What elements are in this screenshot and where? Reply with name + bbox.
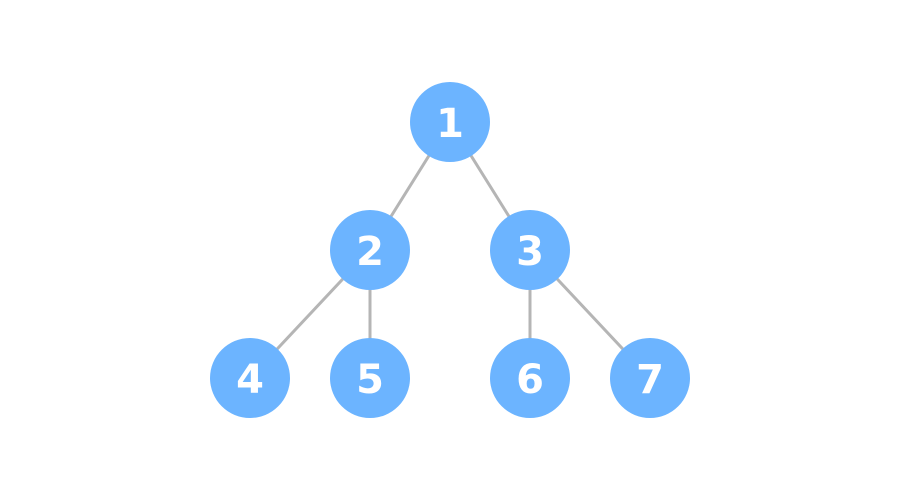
tree-node-2: 2 xyxy=(330,210,410,290)
node-label: 7 xyxy=(636,357,664,403)
node-circle xyxy=(210,338,290,418)
tree-node-3: 3 xyxy=(490,210,570,290)
node-label: 4 xyxy=(236,357,264,403)
node-label: 2 xyxy=(356,229,384,275)
node-circle xyxy=(490,338,570,418)
tree-node-1: 1 xyxy=(410,82,490,162)
node-label: 1 xyxy=(436,101,464,147)
tree-node-7: 7 xyxy=(610,338,690,418)
node-circle xyxy=(610,338,690,418)
node-circle xyxy=(330,338,410,418)
tree-node-6: 6 xyxy=(490,338,570,418)
node-label: 5 xyxy=(356,357,384,403)
node-label: 6 xyxy=(516,357,544,403)
tree-node-5: 5 xyxy=(330,338,410,418)
nodes-layer: 1 2 3 4 5 6 7 xyxy=(210,82,690,418)
node-circle xyxy=(410,82,490,162)
tree-node-4: 4 xyxy=(210,338,290,418)
node-label: 3 xyxy=(516,229,544,275)
node-circle xyxy=(490,210,570,290)
node-circle xyxy=(330,210,410,290)
